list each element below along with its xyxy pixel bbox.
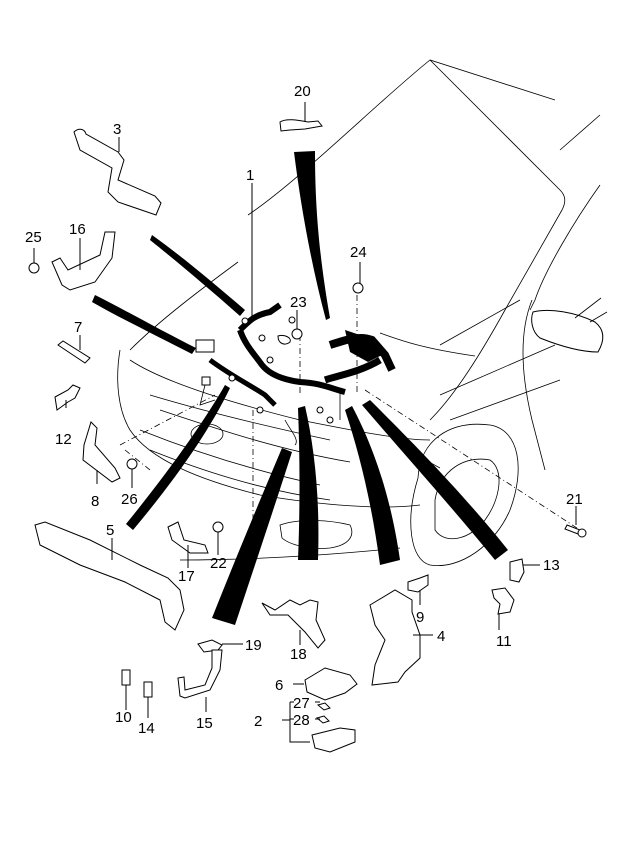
callout-4: 4	[437, 628, 445, 645]
callout-9: 9	[416, 609, 424, 626]
callout-12: 12	[55, 431, 72, 448]
callout-8: 8	[91, 493, 99, 510]
part-23-nut	[291, 328, 303, 340]
part-22-nut	[212, 521, 224, 533]
part-24-nut	[352, 282, 364, 294]
part-13-bracket	[509, 558, 525, 583]
part-16-bracket	[51, 231, 116, 291]
part-27-terminal	[316, 702, 331, 711]
callout-24: 24	[350, 244, 367, 261]
callout-28: 28	[293, 712, 310, 729]
part-17-bracket	[167, 521, 209, 554]
callout-14: 14	[138, 720, 155, 737]
leader-lines	[119, 295, 581, 540]
part-20-bracket	[279, 119, 323, 132]
callout-leaders	[33, 102, 577, 743]
callout-23: 23	[290, 294, 307, 311]
part-10-terminal	[121, 669, 131, 686]
callout-22: 22	[210, 555, 227, 572]
callout-15: 15	[196, 715, 213, 732]
callout-7: 7	[74, 319, 82, 336]
part-9-clip	[407, 574, 429, 593]
callout-2: 2	[254, 713, 262, 730]
callout-18: 18	[290, 646, 307, 663]
callout-1: 1	[246, 167, 254, 184]
callout-13: 13	[543, 557, 560, 574]
callout-3: 3	[113, 121, 121, 138]
part-19-plate	[197, 639, 223, 653]
part-4-bracket	[369, 589, 421, 686]
part-18-bracket	[261, 599, 326, 649]
callout-17: 17	[178, 568, 195, 585]
part-15-bracket	[177, 649, 223, 699]
part-28-terminal	[315, 715, 330, 724]
callout-27: 27	[293, 695, 310, 712]
car-outline	[117, 59, 608, 567]
callout-6: 6	[275, 677, 283, 694]
callout-21: 21	[566, 491, 583, 508]
main-harness	[195, 302, 396, 446]
part-26-nut	[126, 458, 138, 470]
indicator-wedges	[92, 151, 508, 625]
callout-19: 19	[245, 637, 262, 654]
part-21-bolt	[564, 524, 587, 538]
callout-25: 25	[25, 229, 42, 246]
part-12-bracket	[54, 384, 81, 411]
callout-20: 20	[294, 83, 311, 100]
part-11-bracket	[491, 587, 515, 615]
callout-10: 10	[115, 709, 132, 726]
part-7-plate	[57, 340, 91, 364]
callout-11: 11	[496, 633, 512, 650]
part-3-protector	[73, 128, 162, 216]
callout-16: 16	[69, 221, 86, 238]
part-2-connector	[311, 727, 356, 753]
part-6-module	[304, 667, 358, 701]
callout-5: 5	[106, 522, 114, 539]
callout-labels: 1 2 3 4 5 6 7 8 9 10 11 12 13 14 15 16 1…	[25, 83, 583, 737]
part-5-protector	[34, 521, 185, 631]
callout-26: 26	[121, 491, 138, 508]
part-14-terminal	[143, 681, 153, 698]
part-25-nut	[28, 262, 40, 274]
part-8-bracket	[82, 421, 121, 483]
